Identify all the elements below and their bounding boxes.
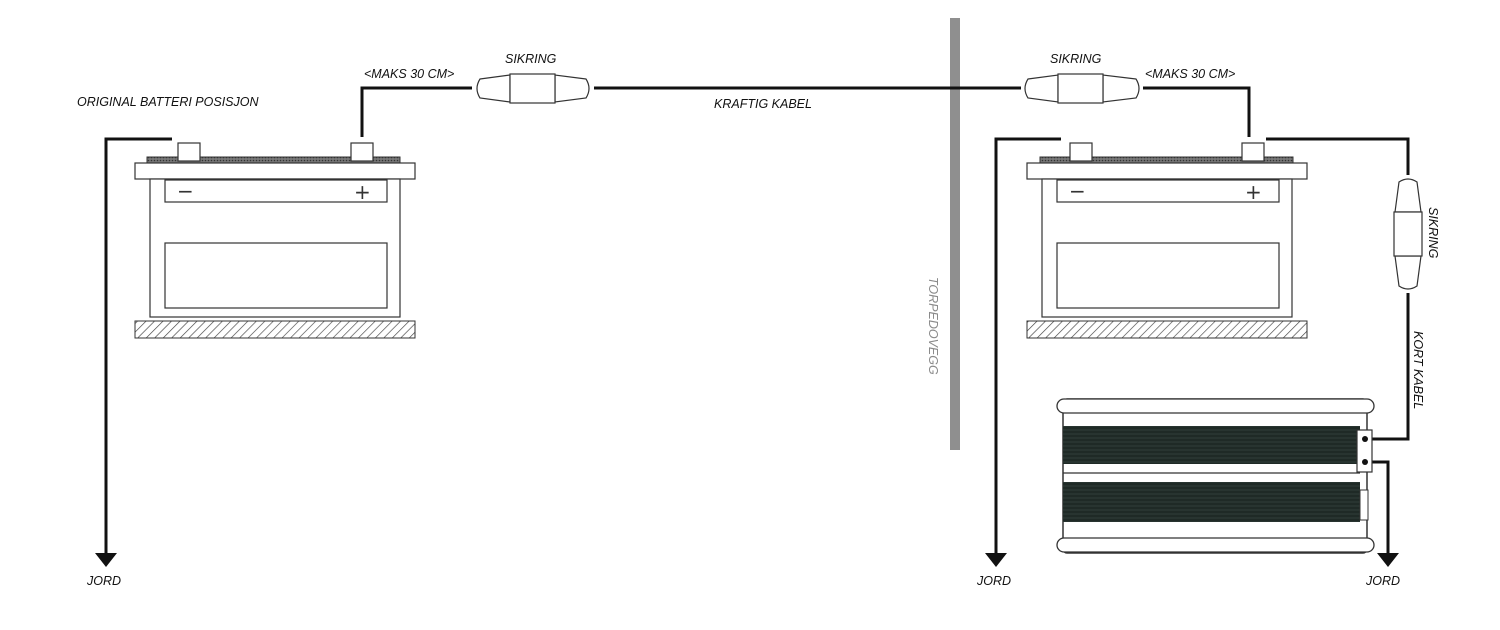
fuse-label-left: SIKRING [505, 52, 557, 66]
ground-wire-left-battery [104, 137, 172, 556]
amplifier [1056, 398, 1375, 554]
power-terminal-icon [1362, 436, 1368, 442]
wire-left-plus-to-fuse [360, 86, 472, 137]
fuse-label-vertical: SIKRING [1426, 207, 1440, 259]
fuse-vertical [1393, 178, 1423, 290]
battery-left: − + [134, 142, 416, 339]
ground-arrow-icon [95, 553, 117, 567]
heatsink-fins [1063, 426, 1360, 464]
battery-base-hatched [1026, 320, 1308, 339]
minus-sign: − [177, 179, 194, 203]
wire-right-plus-to-vertical-fuse [1266, 137, 1410, 175]
ground-terminal-icon [1362, 459, 1368, 465]
fuse-label-right: SIKRING [1050, 52, 1102, 66]
fuse-left [476, 73, 590, 104]
short-cable-label: KORT KABEL [1411, 331, 1425, 409]
battery-right: − + [1026, 142, 1308, 339]
heavy-cable-label: KRAFTIG KABEL [714, 97, 812, 111]
plus-sign: + [1245, 180, 1262, 204]
ground-wire-amplifier [1372, 460, 1390, 556]
ground-label: JORD [86, 574, 121, 588]
original-battery-position-label: ORIGINAL BATTERI POSISJON [77, 95, 259, 109]
ground-wire-right-battery [994, 137, 1061, 556]
wire-right-fuse-to-plus [1143, 86, 1251, 137]
minus-sign: − [1069, 179, 1086, 203]
max-length-label-left: <MAKS 30 CM> [364, 67, 454, 81]
ground-arrow-icon [1377, 553, 1399, 567]
ground-label: JORD [1365, 574, 1400, 588]
firewall-label: TORPEDOVEGG [926, 277, 940, 375]
short-cable [1372, 293, 1410, 441]
ground-arrow-icon [985, 553, 1007, 567]
heatsink-fins [1063, 482, 1360, 522]
fuse-right [1024, 73, 1140, 104]
battery-base-hatched [134, 320, 416, 339]
plus-sign: + [354, 180, 371, 204]
firewall-wall [950, 18, 960, 450]
ground-label: JORD [976, 574, 1011, 588]
max-length-label-right: <MAKS 30 CM> [1145, 67, 1235, 81]
